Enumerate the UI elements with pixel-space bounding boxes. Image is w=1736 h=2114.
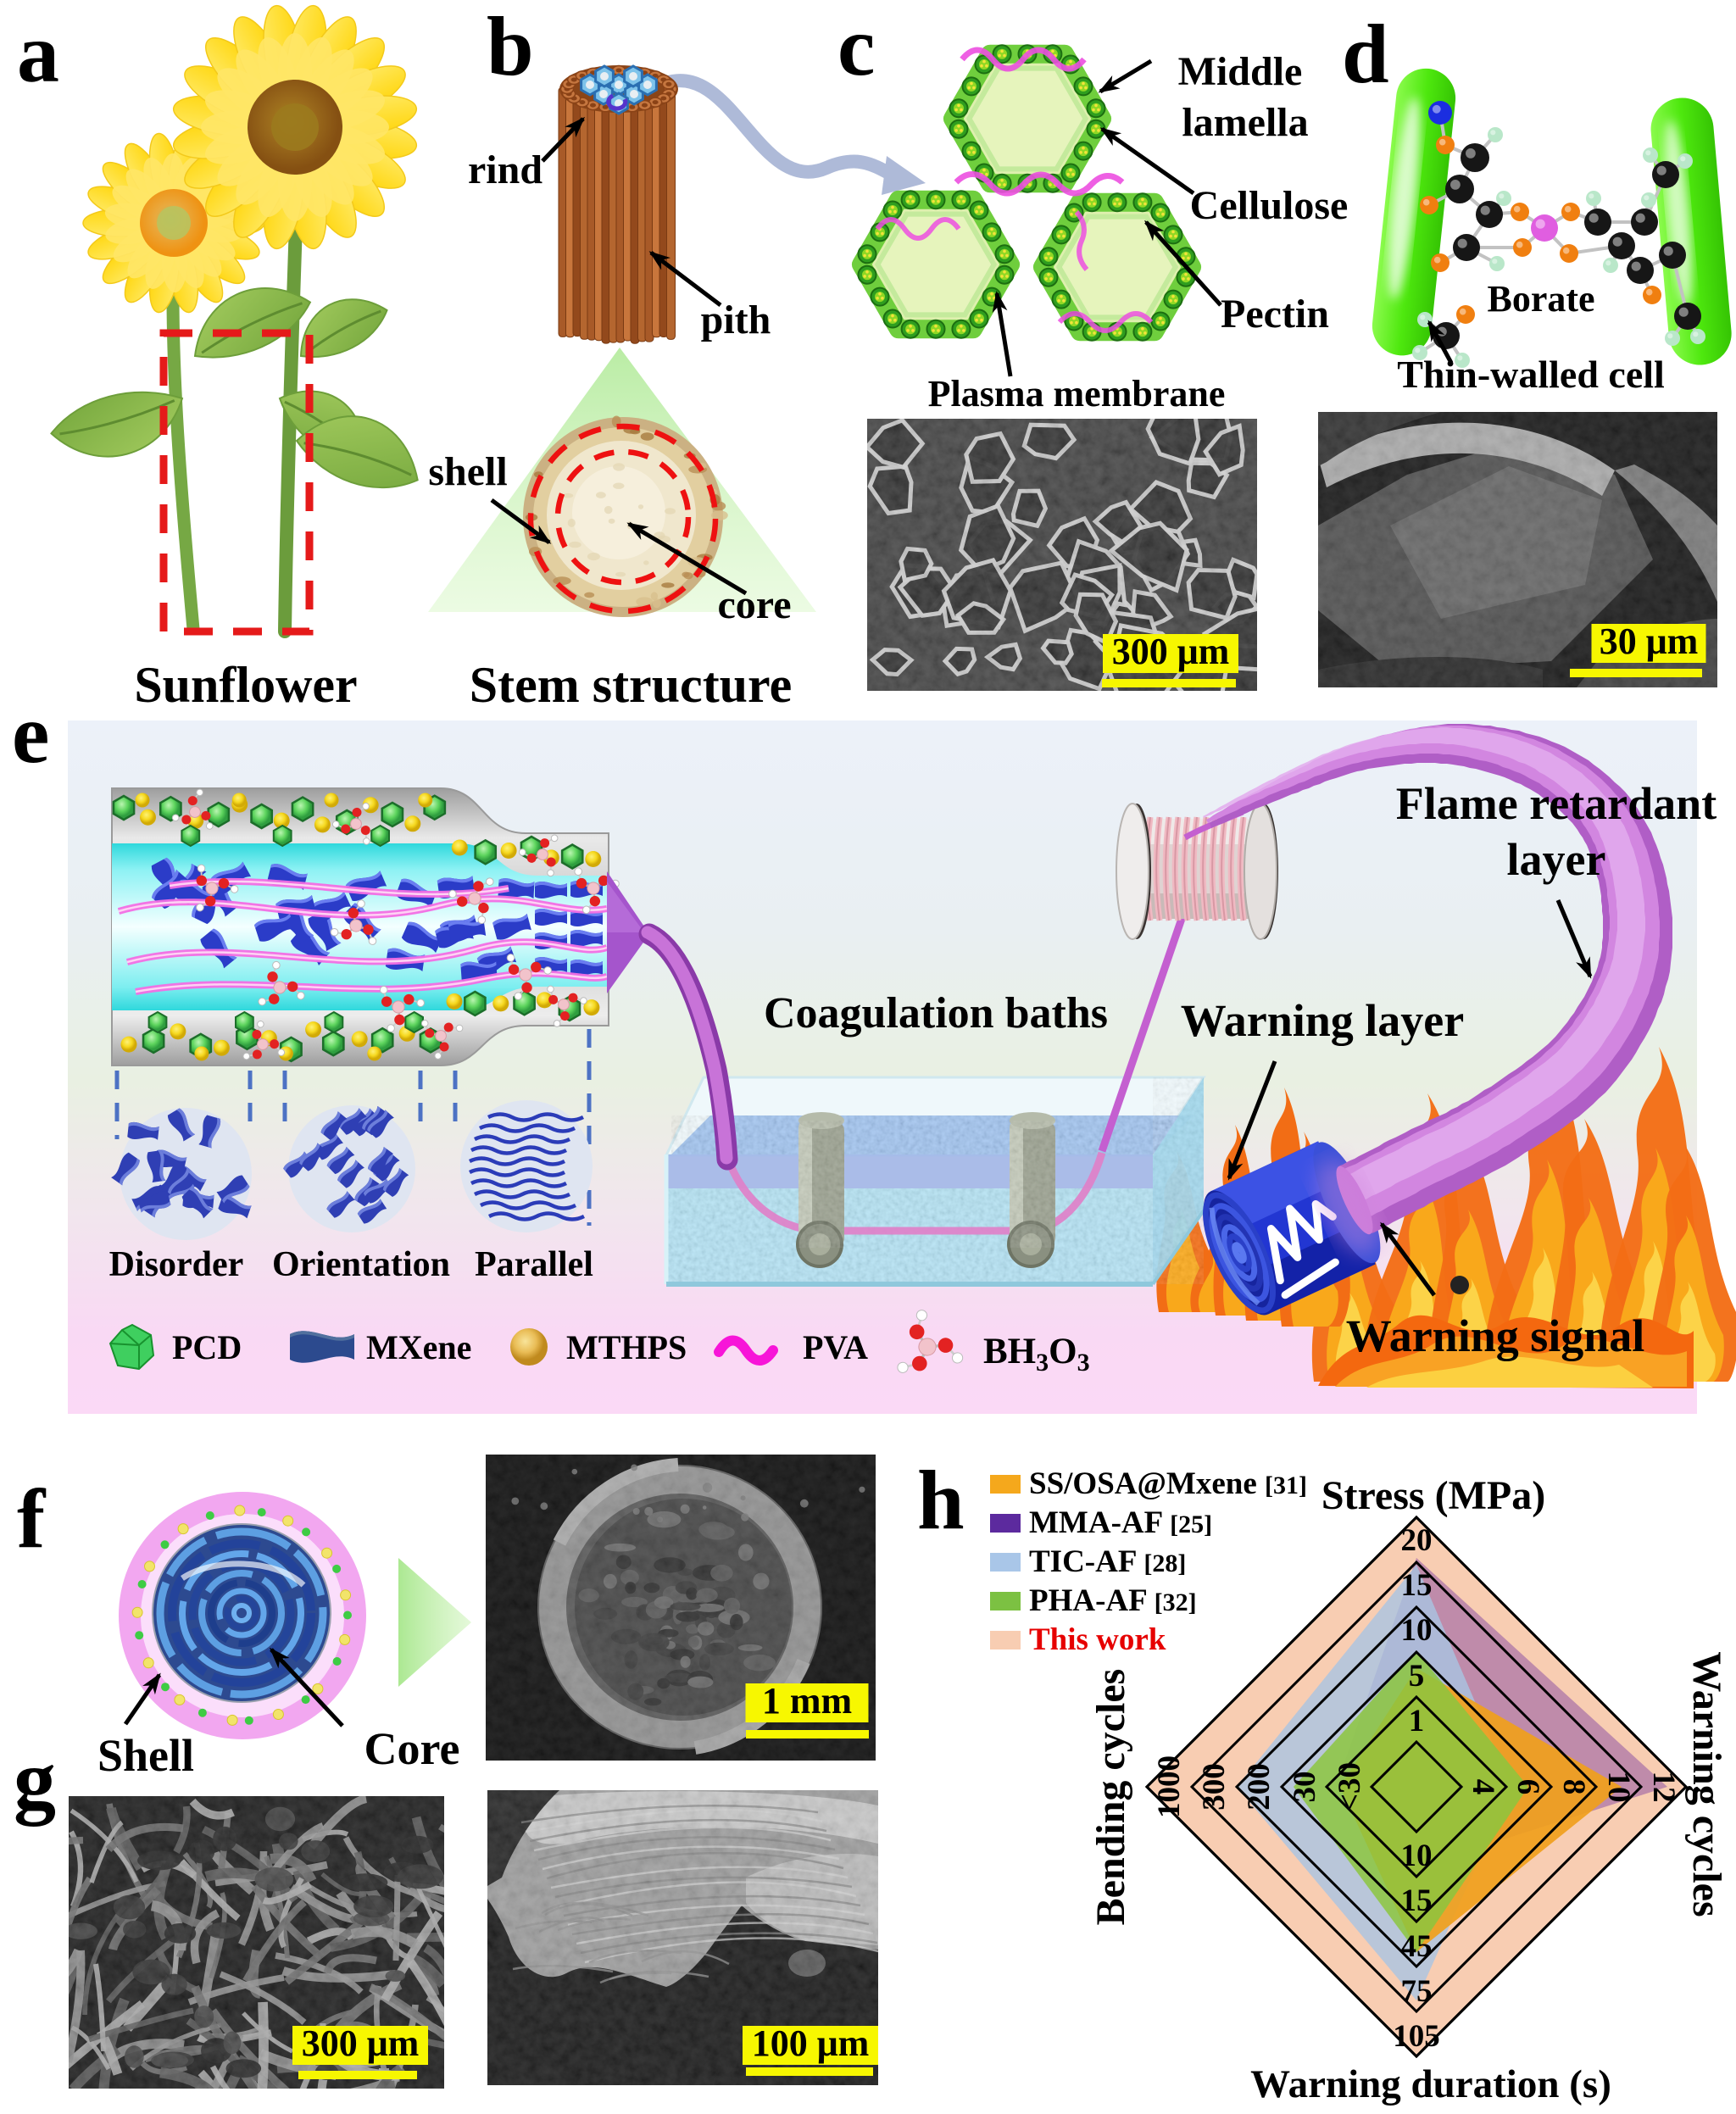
svg-text:e: e: [12, 687, 49, 781]
svg-text:Middle: Middle: [1178, 49, 1303, 94]
svg-text:<30: <30: [1333, 1762, 1367, 1811]
svg-text:f: f: [17, 1471, 47, 1566]
svg-text:Sunflower: Sunflower: [134, 657, 357, 713]
svg-text:300 μm: 300 μm: [1112, 631, 1230, 672]
svg-text:Warning duration (s): Warning duration (s): [1250, 2062, 1611, 2106]
svg-text:core: core: [717, 582, 791, 627]
svg-text:h: h: [917, 1453, 965, 1547]
svg-text:1 mm: 1 mm: [762, 1680, 852, 1722]
svg-text:c: c: [837, 0, 875, 93]
svg-text:100 μm: 100 μm: [752, 2022, 870, 2064]
svg-text:a: a: [17, 6, 59, 100]
svg-text:Pectin: Pectin: [1221, 292, 1329, 337]
svg-text:Plasma membrane: Plasma membrane: [928, 373, 1226, 414]
svg-text:1000: 1000: [1152, 1755, 1187, 1818]
svg-text:lamella: lamella: [1182, 100, 1308, 145]
svg-text:10: 10: [1601, 1772, 1636, 1803]
svg-text:Cellulose: Cellulose: [1190, 183, 1349, 228]
svg-text:Stem structure: Stem structure: [470, 657, 792, 713]
svg-text:Warning cycles: Warning cycles: [1684, 1651, 1729, 1917]
svg-text:Borate: Borate: [1487, 278, 1594, 320]
svg-text:b: b: [487, 0, 534, 93]
svg-text:8: 8: [1556, 1779, 1591, 1795]
svg-text:This work: This work: [1029, 1622, 1166, 1657]
svg-text:Disorder: Disorder: [109, 1245, 244, 1284]
svg-text:75: 75: [1401, 1974, 1433, 2009]
svg-text:layer: layer: [1507, 834, 1606, 885]
svg-text:Thin-walled cell: Thin-walled cell: [1397, 353, 1665, 396]
svg-text:45: 45: [1401, 1929, 1433, 1964]
svg-text:PHA-AF [32]: PHA-AF [32]: [1029, 1583, 1197, 1618]
svg-text:300: 300: [1197, 1763, 1232, 1811]
svg-text:MXene: MXene: [366, 1328, 471, 1366]
svg-text:12: 12: [1646, 1772, 1681, 1803]
svg-text:Shell: Shell: [97, 1730, 194, 1781]
svg-text:10: 10: [1401, 1613, 1433, 1648]
svg-text:Parallel: Parallel: [475, 1245, 593, 1284]
svg-text:30 μm: 30 μm: [1600, 620, 1699, 662]
svg-text:5: 5: [1409, 1659, 1425, 1694]
svg-text:15: 15: [1401, 1883, 1433, 1918]
svg-text:300 μm: 300 μm: [302, 2022, 420, 2064]
svg-text:Coagulation baths: Coagulation baths: [764, 989, 1108, 1038]
svg-text:PVA: PVA: [803, 1328, 868, 1366]
svg-text:10: 10: [1401, 1839, 1433, 1873]
svg-text:Core: Core: [364, 1723, 460, 1774]
svg-text:Bending cycles: Bending cycles: [1088, 1669, 1133, 1926]
svg-text:SS/OSA@Mxene [31]: SS/OSA@Mxene [31]: [1029, 1466, 1307, 1501]
svg-text:shell: shell: [428, 449, 507, 494]
svg-text:6: 6: [1511, 1779, 1545, 1795]
svg-text:1: 1: [1409, 1704, 1425, 1738]
svg-text:15: 15: [1401, 1568, 1433, 1603]
svg-text:4: 4: [1466, 1779, 1500, 1795]
svg-text:Orientation: Orientation: [272, 1245, 450, 1284]
svg-text:30: 30: [1288, 1772, 1322, 1803]
svg-text:d: d: [1342, 7, 1389, 101]
svg-text:Warning signal: Warning signal: [1346, 1310, 1645, 1361]
svg-text:105: 105: [1393, 2019, 1440, 2054]
svg-text:Stress (MPa): Stress (MPa): [1321, 1473, 1545, 1518]
svg-text:rind: rind: [468, 147, 542, 192]
svg-text:Warning layer: Warning layer: [1181, 995, 1465, 1046]
svg-text:PCD: PCD: [172, 1328, 242, 1366]
svg-text:MTHPS: MTHPS: [566, 1328, 687, 1366]
svg-text:200: 200: [1242, 1763, 1277, 1811]
svg-text:Flame retardant: Flame retardant: [1396, 778, 1717, 829]
svg-text:TIC-AF [28]: TIC-AF [28]: [1029, 1544, 1186, 1579]
svg-text:pith: pith: [701, 298, 771, 342]
svg-text:MMA-AF [25]: MMA-AF [25]: [1029, 1505, 1212, 1540]
svg-text:g: g: [14, 1733, 56, 1827]
svg-text:20: 20: [1401, 1523, 1433, 1558]
